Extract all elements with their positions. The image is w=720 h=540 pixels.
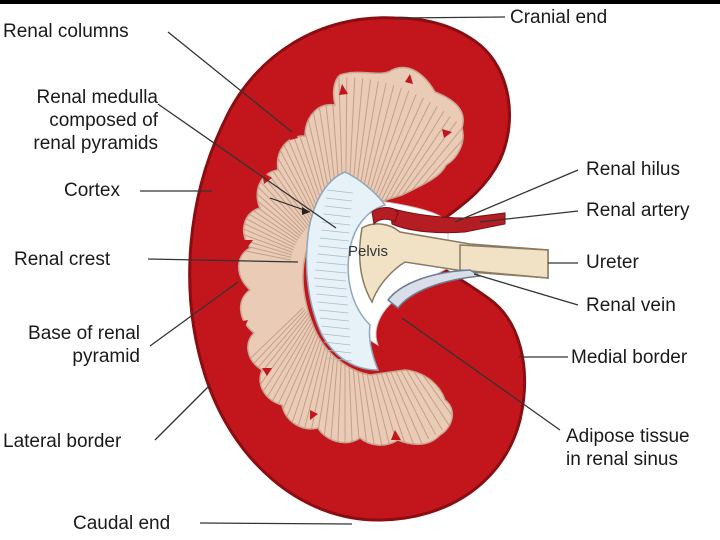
pelvis-striations (313, 189, 353, 362)
label-renal-artery: Renal artery (586, 200, 690, 221)
medulla-stria-line (238, 236, 291, 261)
renal-artery-branch (371, 207, 399, 226)
label-lateral-border: Lateral border (3, 431, 122, 452)
pelvis-stria-line (317, 253, 348, 258)
label-base-of-renal-pyramid: Base of renal pyramid (3, 322, 140, 368)
pelvis-stria-line (316, 261, 348, 266)
label-pelvis: Pelvis (348, 243, 389, 260)
pelvis-stria-line (321, 229, 350, 234)
pelvis-stria-line (313, 277, 347, 282)
label-renal-medulla-line1: Renal medulla (36, 87, 158, 108)
pelvis-stria-line (319, 317, 350, 322)
medulla-stria-line (238, 219, 293, 256)
pelvis-stria-line (325, 357, 353, 362)
label-cortex: Cortex (64, 180, 120, 201)
label-adipose-tissue: Adipose tissue in renal sinus (566, 425, 690, 471)
pelvis-stria-line (316, 293, 348, 298)
label-caudal-end: Caudal end (73, 513, 171, 534)
label-adipose-line2: in renal sinus (566, 449, 678, 470)
label-base-line2: pyramid (72, 346, 140, 367)
label-cranial-end: Cranial end (510, 7, 608, 28)
pelvis-stria-line (327, 189, 353, 194)
medulla-stria-line (238, 136, 306, 231)
top-border-bar (0, 0, 720, 4)
renal-artery (389, 207, 506, 234)
pelvis-stria-line (315, 269, 347, 274)
label-renal-hilus: Renal hilus (586, 159, 680, 180)
label-renal-columns: Renal columns (3, 21, 129, 42)
label-ureter: Ureter (586, 252, 639, 273)
medulla-stria-line (238, 227, 292, 258)
pelvis-stria-line (318, 245, 349, 250)
label-adipose-line1: Adipose tissue (566, 426, 690, 447)
medulla-stria-line (238, 311, 308, 409)
medulla-stria-line (238, 307, 304, 396)
pelvis-stria-line (323, 341, 351, 346)
pelvis-stria-line (324, 349, 352, 354)
pelvis-stria-line (317, 301, 348, 306)
label-base-line1: Base of renal (28, 323, 140, 344)
pelvis-stria-line (315, 285, 347, 290)
leader-lines (140, 16, 579, 525)
label-medial-border: Medial border (571, 347, 688, 368)
label-renal-vein: Renal vein (586, 295, 676, 316)
pelvis-stria-line (321, 325, 350, 330)
pelvis-stria-line (325, 197, 353, 202)
medulla-stria-line (238, 142, 304, 233)
pelvis-funnel (358, 223, 549, 304)
pelvis-stria-line (319, 237, 350, 242)
label-renal-medulla-line2: composed of (49, 110, 158, 131)
label-renal-crest: Renal crest (14, 249, 111, 270)
medulla-stria-line (238, 309, 306, 403)
renal-column-notches (238, 74, 452, 440)
medulla-stria-line (238, 210, 293, 253)
pelvis-stria-line (322, 333, 351, 338)
ureter (459, 244, 549, 279)
pelvis-stria-line (324, 205, 352, 210)
pelvis-arrow-head (302, 207, 310, 215)
medulla-stria-line (238, 202, 294, 251)
label-renal-medulla-line3: renal pyramids (33, 133, 158, 154)
pelvis-stria-line (323, 213, 351, 218)
label-renal-medulla: Renal medulla composed of renal pyramids (3, 86, 158, 155)
pelvis-stria-line (318, 309, 349, 314)
